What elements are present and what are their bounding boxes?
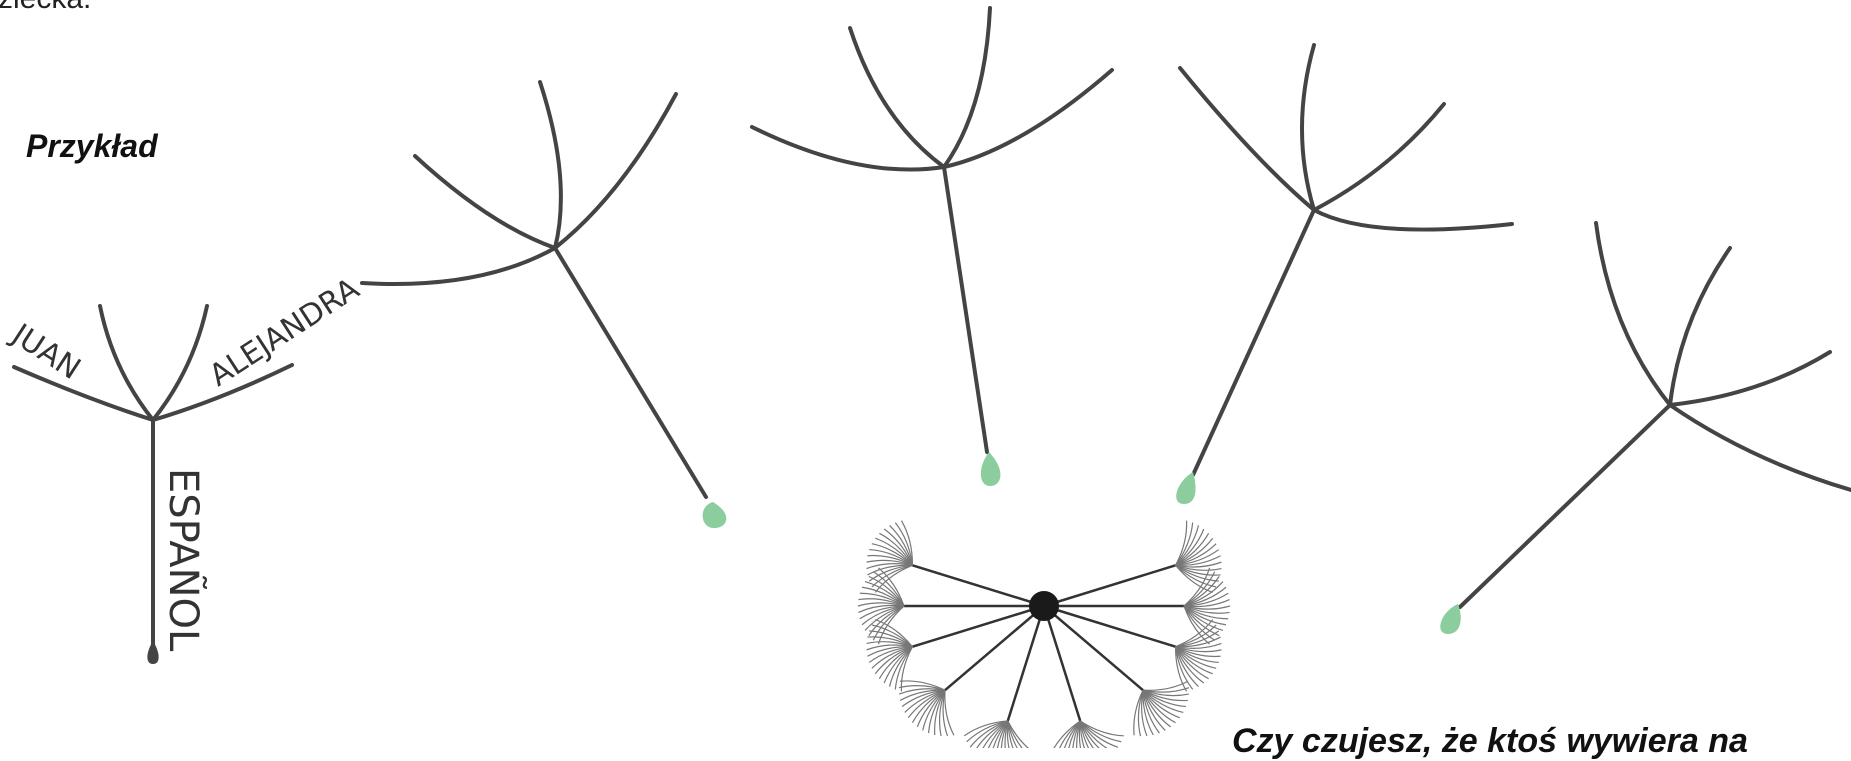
head-tuft [1050, 721, 1124, 748]
head-spoke [1044, 606, 1080, 721]
head-tuft [964, 721, 1038, 748]
seed-1-tip [703, 502, 727, 528]
seed-4-tip [1440, 604, 1460, 634]
head-tuft [1176, 620, 1222, 692]
dandelion-seed-1 [362, 82, 726, 528]
head-center [1029, 591, 1059, 621]
label-alejandra: ALEJANDRA [203, 271, 366, 394]
head-tuft [867, 521, 913, 593]
seed-2-tip [981, 452, 1001, 486]
example-seed: JUAN ALEJANDRA ESPAÑOL [4, 271, 366, 664]
head-spoke [1044, 606, 1143, 690]
head-spoke [1044, 606, 1176, 647]
seed-3-tip [1176, 472, 1195, 504]
head-spoke [945, 606, 1044, 690]
bottom-question-text: Czy czujesz, że ktoś wywiera na [1232, 722, 1748, 761]
dandelion-seed-2 [752, 8, 1112, 486]
example-seed-tip [147, 641, 158, 664]
label-espanol: ESPAÑOL [160, 468, 208, 652]
head-spoke [912, 565, 1044, 606]
dandelion-seed-4 [1440, 223, 1851, 634]
label-juan: JUAN [4, 316, 87, 387]
head-spoke [1044, 565, 1176, 606]
head-spoke [1008, 606, 1044, 721]
head-spoke [912, 606, 1044, 647]
dandelion-seed-3 [1176, 45, 1512, 504]
dandelion-head [858, 521, 1230, 748]
